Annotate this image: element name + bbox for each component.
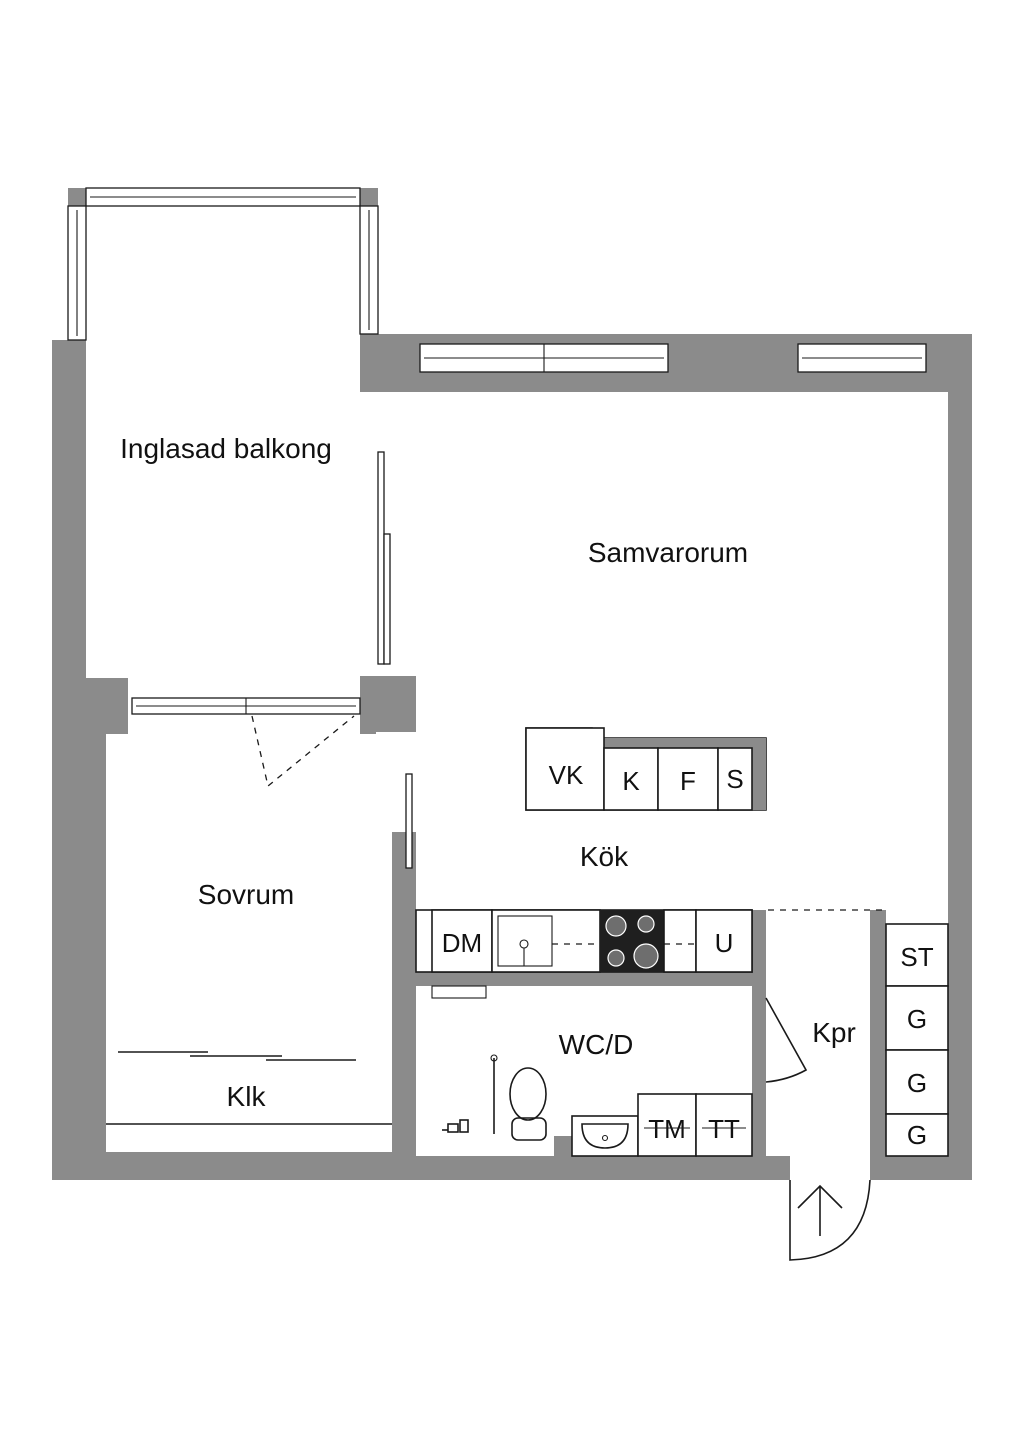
toilet-icon: [509, 1067, 547, 1121]
washer-label: TM: [648, 1114, 686, 1144]
room-label-balcony: Inglasad balkong: [120, 433, 332, 464]
storage-s-label: S: [726, 764, 743, 794]
sink-basin: [497, 915, 553, 967]
burner-icon: [637, 915, 655, 933]
closet-3: [885, 1113, 949, 1157]
room-label-wardrobe: Klk: [227, 1081, 267, 1112]
closet-1: [885, 985, 949, 1051]
cleaning-cabinet: [885, 923, 949, 987]
bathroom-door: [765, 997, 808, 1083]
basin-icon: [581, 1123, 629, 1149]
shelf: [431, 985, 487, 999]
room-label-bathroom: WC/D: [559, 1029, 634, 1060]
tap-icon: [442, 1119, 469, 1133]
cleaning-cabinet-label: ST: [900, 942, 933, 972]
burner-icon: [633, 943, 659, 969]
room-label-kitchen: Kök: [580, 841, 629, 872]
doors: [251, 715, 886, 1261]
arrow-up-icon: [797, 1184, 843, 1236]
storage-s-unit: [717, 747, 753, 811]
closet-2-label: G: [907, 1068, 927, 1098]
sliding-glass-1: [377, 451, 385, 665]
windows: [67, 187, 927, 715]
washer-unit: [637, 1093, 697, 1157]
room-label-bedroom: Sovrum: [198, 879, 294, 910]
closet-3-label: G: [907, 1120, 927, 1150]
bathroom-fixtures: TM TT: [431, 985, 753, 1158]
kitchen-counter: DM U: [415, 909, 753, 973]
oven-label: U: [715, 928, 734, 958]
oven-unit: [695, 909, 753, 973]
dryer-unit: [695, 1093, 753, 1157]
freezer-label: VK: [549, 760, 584, 790]
closet-1-label: G: [907, 1004, 927, 1034]
hall-closets: ST G G G: [885, 923, 949, 1157]
fridge-f-label: F: [680, 766, 696, 796]
room-label-hall: Kpr: [812, 1017, 856, 1048]
freezer-unit: [525, 727, 605, 811]
sliding-glass-2: [383, 533, 391, 665]
room-label-living: Samvarorum: [588, 537, 748, 568]
dryer-label: TT: [708, 1114, 740, 1144]
fridge-k-label: K: [622, 766, 640, 796]
wardrobe-doors: [106, 1048, 404, 1125]
entrance-door: [789, 1179, 871, 1261]
sink-unit: [491, 909, 601, 973]
burner-icon: [607, 949, 625, 967]
fridge-freezer-row: VK K F S: [525, 727, 767, 811]
burner-icon: [605, 915, 627, 937]
dishwasher-label: DM: [442, 928, 482, 958]
bedroom-door-swing: [251, 715, 355, 788]
bedroom-sliding-door: [405, 773, 413, 869]
dishwasher-unit: [431, 909, 493, 973]
room-labels: Inglasad balkong Samvarorum Kök Sovrum K…: [120, 433, 856, 1112]
